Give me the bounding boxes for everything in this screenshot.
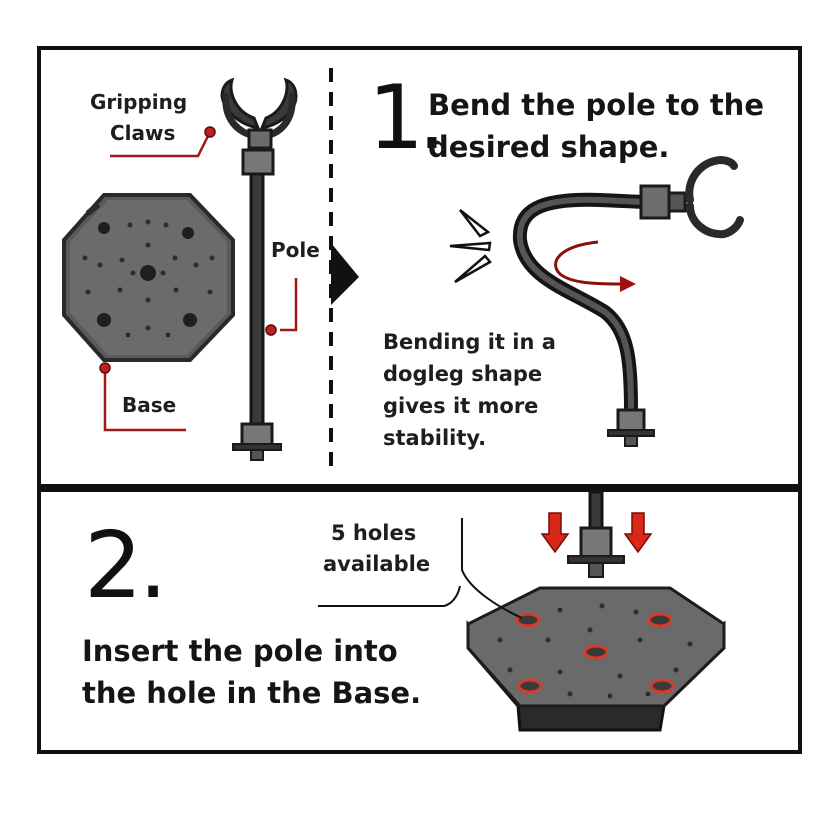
inserting-pole — [567, 490, 625, 578]
step1-note-line4: stability. — [383, 426, 487, 450]
label-gripping-claws-line1: Gripping — [90, 90, 188, 114]
hole-center — [583, 644, 609, 660]
label-gripping-claws-line2: Claws — [110, 121, 176, 145]
top-panel-frame — [37, 46, 802, 488]
hole-back-left — [515, 612, 541, 628]
label-base: Base — [122, 393, 177, 417]
step1-note-line1: Bending it in a — [383, 330, 556, 354]
hole-back-right — [647, 612, 673, 628]
divider-arrow-icon — [331, 243, 359, 305]
step1-title-line2: desired shape. — [428, 130, 670, 164]
step1-number: 1. — [368, 66, 446, 169]
base-top-view — [62, 193, 235, 362]
claws-left — [220, 77, 261, 131]
hole-front-left — [517, 678, 543, 694]
step2-instruction-line1: Insert the pole into — [82, 634, 398, 668]
step1-note-line3: gives it more — [383, 394, 539, 418]
step1-note-line2: dogleg shape — [383, 362, 543, 386]
bottom-panel-frame — [37, 488, 802, 754]
leader-lines — [103, 131, 298, 432]
step2-number: 2. — [84, 512, 168, 619]
bend-direction-arrow-icon — [554, 240, 636, 292]
label-holes-line2: available — [323, 552, 431, 576]
label-holes-line1: 5 holes — [331, 521, 417, 545]
hole-front-right — [649, 678, 675, 694]
holes-pointer-lines — [318, 518, 523, 619]
motion-lines-icon — [449, 209, 492, 284]
label-pole: Pole — [271, 238, 320, 262]
step2-instruction-line2: the hole in the Base. — [82, 676, 422, 710]
straight-pole-assembly — [220, 77, 298, 461]
base-perspective — [466, 586, 726, 732]
insert-arrows-icon — [540, 512, 653, 554]
step1-title-line1: Bend the pole to the — [428, 88, 764, 122]
bent-pole-assembly — [512, 155, 744, 447]
leader-dots — [99, 126, 277, 374]
